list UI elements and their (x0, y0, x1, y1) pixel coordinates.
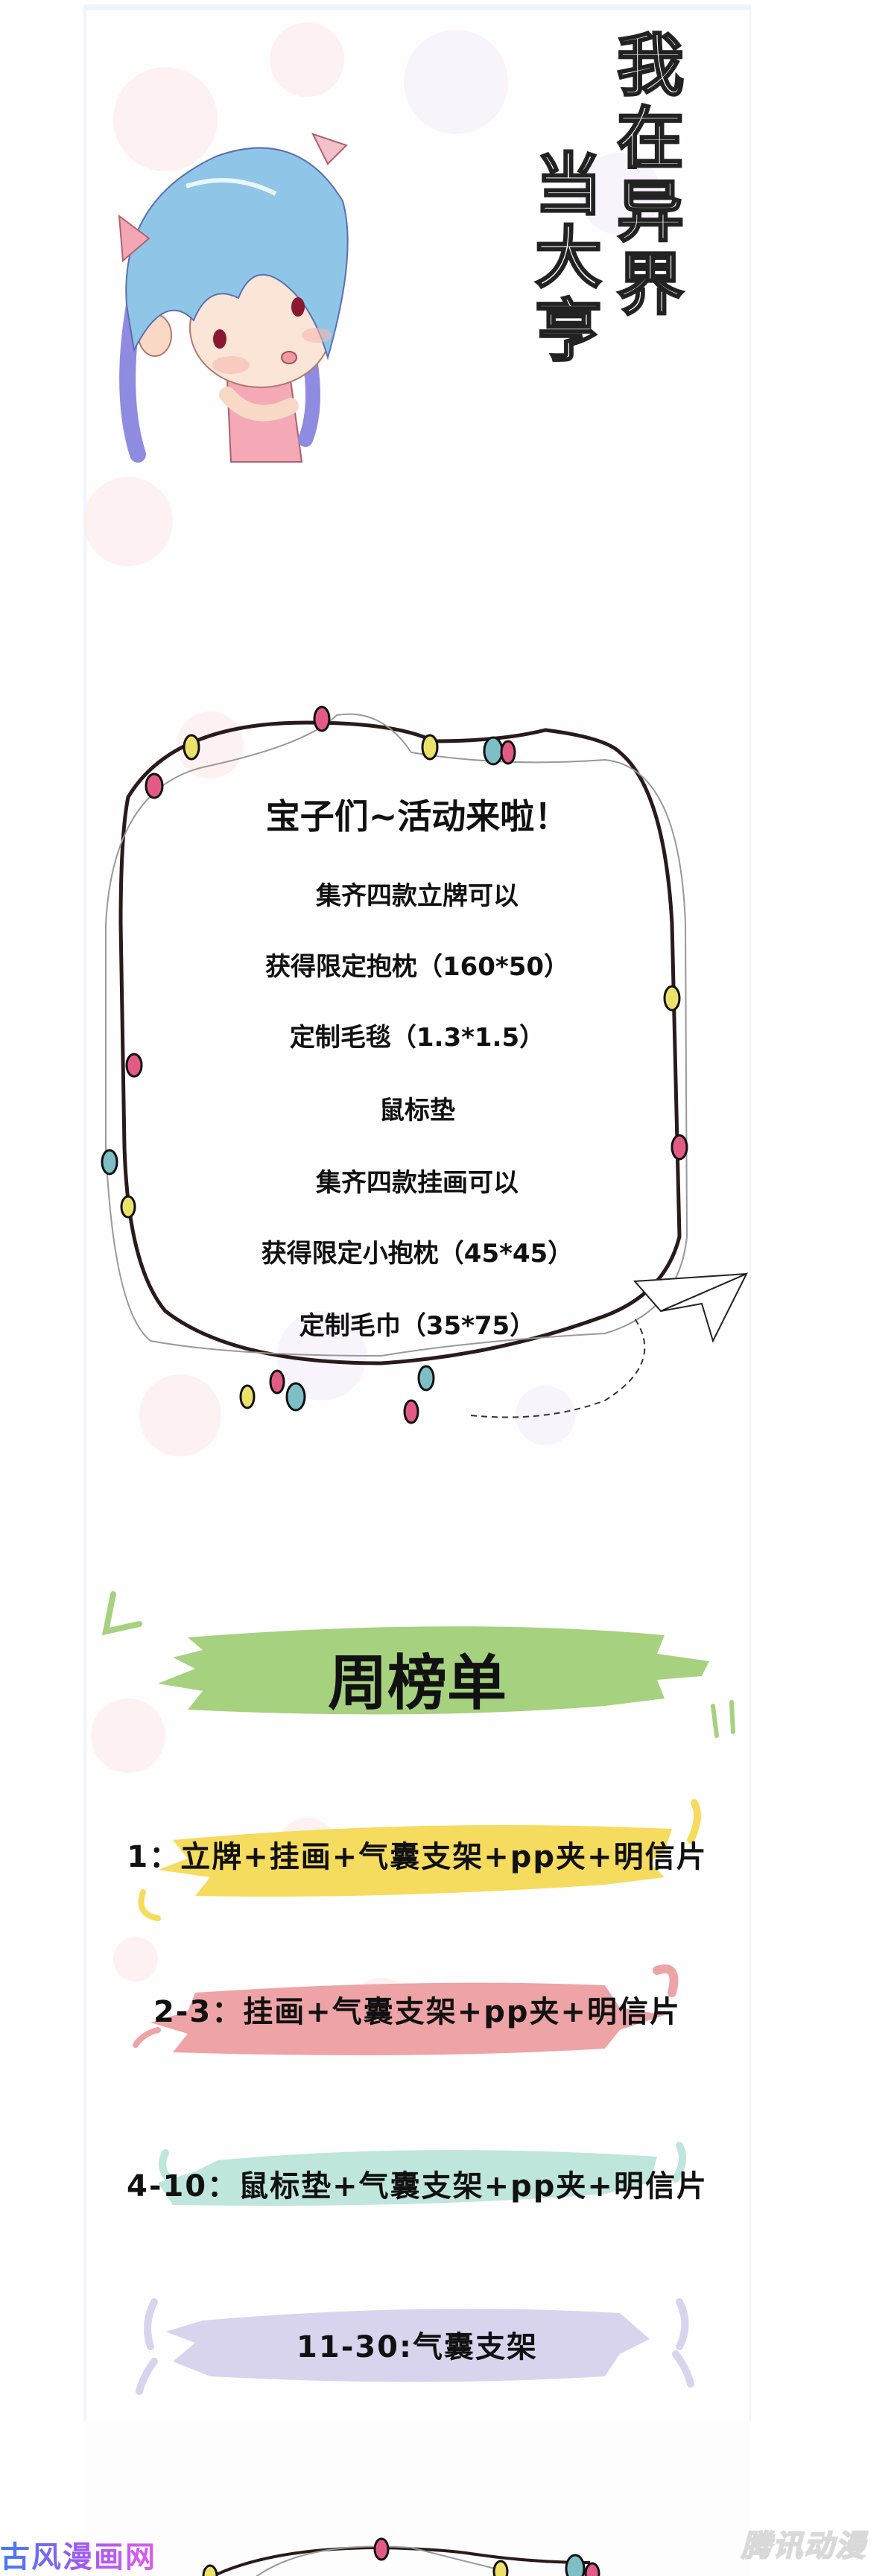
ranking-title-brush (101, 1591, 735, 1738)
tier-3-rank: 4-10： (127, 2169, 239, 2204)
event-line-3: 定制毛毯（1.3*1.5） (289, 1023, 545, 1053)
event-line-6: 获得限定小抱枕（45*45） (261, 1239, 574, 1269)
watermark-right: 腾讯动漫 (741, 2528, 866, 2564)
tier-2-rank: 2-3： (153, 1995, 244, 2029)
event-line-1: 集齐四款立牌可以 (316, 881, 519, 911)
ranking-tier-2: 2-3：挂画+气囊支架+pp夹+明信片 (83, 1987, 751, 2031)
mascot-illustration (118, 133, 349, 463)
tier-1-reward: 立牌+挂画+气囊支架+pp夹+明信片 (180, 1840, 708, 1874)
tier-4-reward: 气囊支架 (412, 2330, 538, 2364)
event-heading: 宝子们~活动来啦！ (265, 796, 569, 837)
tier-1-rank: 1： (127, 1840, 181, 1874)
next-string-lights-frame (202, 2537, 600, 2576)
tier-3-brush (158, 2142, 686, 2206)
tier-2-reward: 挂画+气囊支架+pp夹+明信片 (243, 1995, 682, 2029)
event-line-5: 集齐四款挂画可以 (316, 1168, 519, 1198)
tier-2-brush (133, 1964, 679, 2055)
ranking-title: 周榜单 (328, 1649, 507, 1718)
event-line-7: 定制毛巾（35*75） (299, 1311, 536, 1341)
ranking-tier-1: 1：立牌+挂画+气囊支架+pp夹+明信片 (83, 1833, 751, 1876)
ranking-tier-4: 11-30:气囊支架 (83, 2323, 751, 2366)
title-calligraphy-col2: 当大亨 (522, 148, 603, 369)
event-line-4: 鼠标垫 (379, 1096, 455, 1126)
ranking-tier-3: 4-10：鼠标垫+气囊支架+pp夹+明信片 (83, 2162, 751, 2205)
string-lights-frame (101, 705, 749, 1424)
tier-4-rank: 11-30: (297, 2330, 413, 2364)
watermark-left: 古风漫画网 (0, 2533, 156, 2576)
tier-4-brush (136, 2298, 694, 2395)
tier-3-reward: 鼠标垫+气囊支架+pp夹+明信片 (238, 2169, 708, 2204)
tier-1-brush (138, 1799, 701, 1921)
event-line-2: 获得限定抱枕（160*50） (264, 952, 570, 982)
title-calligraphy-col1: 我在异界 (604, 29, 685, 323)
